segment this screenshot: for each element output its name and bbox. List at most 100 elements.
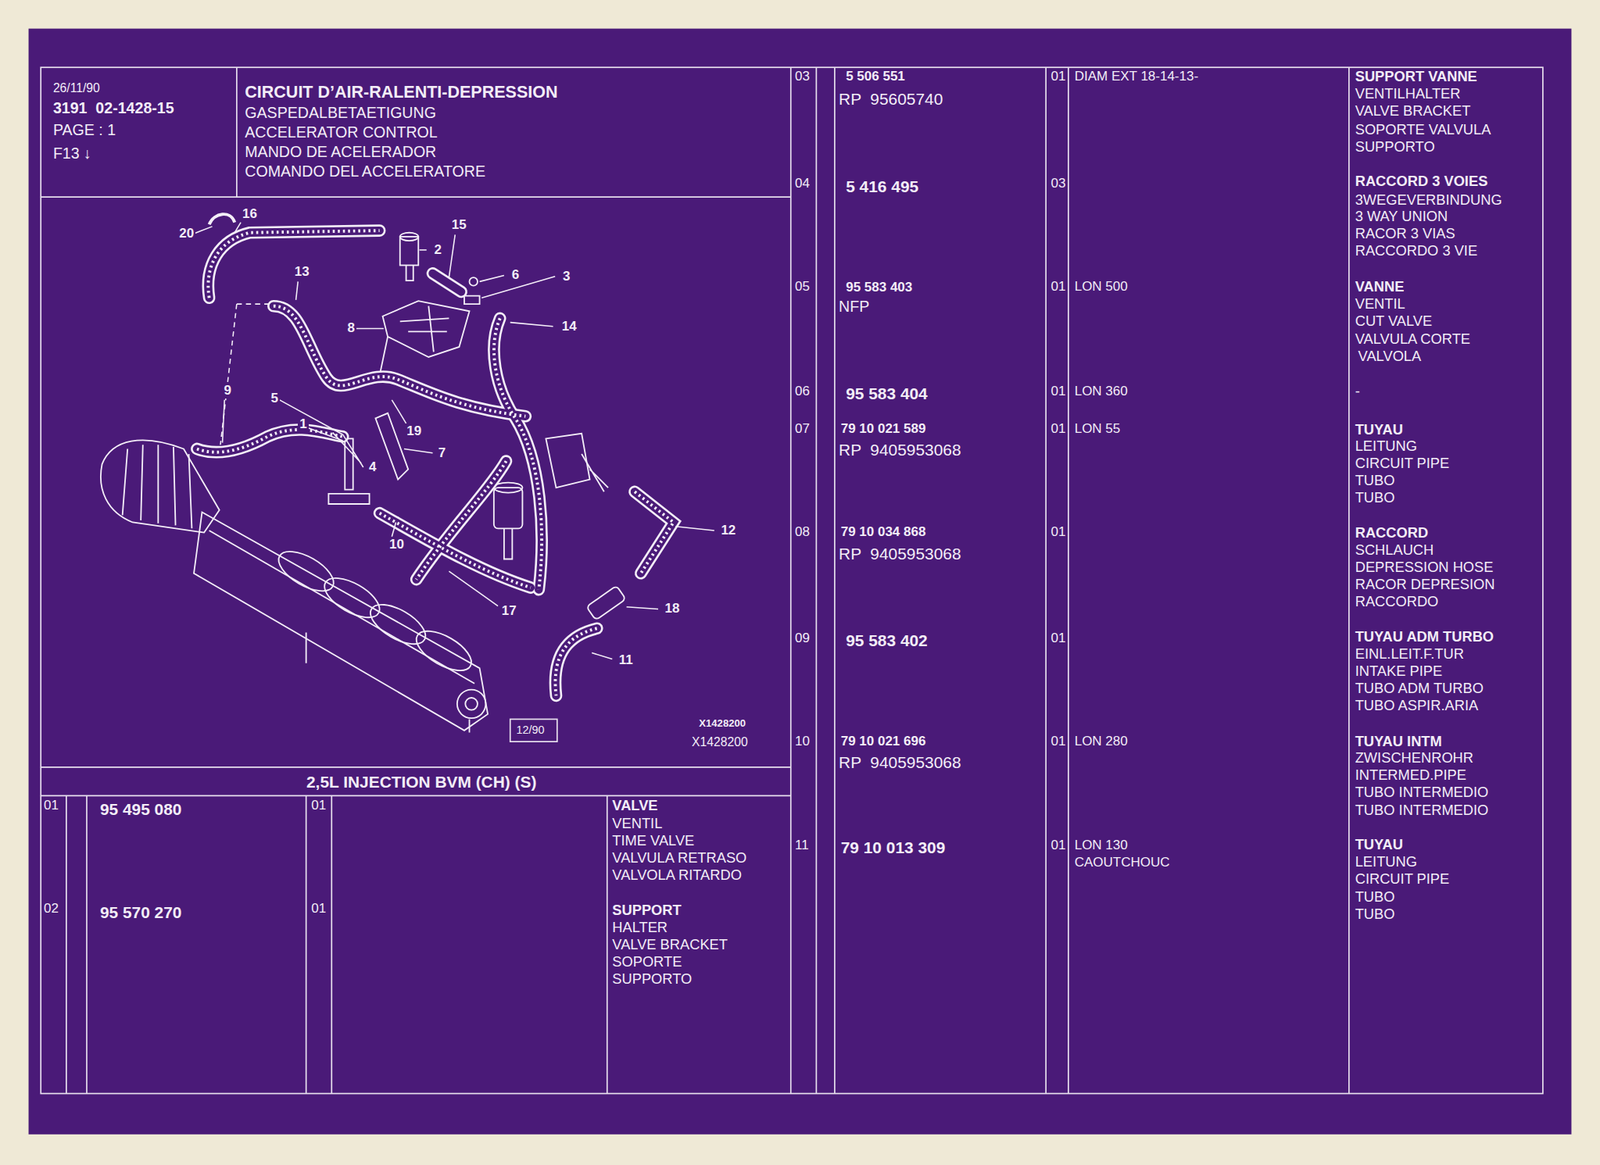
table-cell: RACCORD (1355, 524, 1429, 542)
table-cell: TUYAU (1355, 836, 1404, 854)
callout-number: 14 (560, 318, 579, 335)
table-cell: 79 10 034 868 (841, 524, 927, 541)
callout-number: 12 (719, 522, 738, 539)
table-cell: CAOUTCHOUC (1074, 855, 1171, 871)
table-cell: VALVE BRACKET (612, 936, 728, 954)
table-cell: RP 9405953068 (838, 440, 961, 460)
table-cell: TUBO (1355, 888, 1396, 906)
table-cell: ZWISCHENROHR (1355, 749, 1474, 767)
table-cell: 95 570 270 (100, 902, 183, 923)
header-text: 3191 02-1428-15 (53, 99, 175, 119)
table-cell: RACOR DEPRESION (1355, 576, 1496, 594)
table-cell: LON 500 (1074, 279, 1128, 295)
callout-number: 3 (561, 268, 572, 285)
table-cell: 01 (43, 798, 59, 814)
table-cell: EINL.LEIT.F.TUR (1355, 645, 1464, 663)
table-cell: 3 WAY UNION (1355, 207, 1449, 226)
table-cell: DIAM EXT 18-14-13- (1074, 68, 1199, 85)
table-cell: TUBO ADM TURBO (1355, 680, 1484, 698)
callout-number: 11 (617, 652, 635, 669)
table-cell: VALVE BRACKET (1355, 102, 1472, 120)
header-text: GASPEDALBETAETIGUNG (244, 103, 437, 123)
table-cell: SUPPORTO (1355, 138, 1436, 156)
table-cell: - (1355, 382, 1361, 401)
table-cell: LON 360 (1074, 383, 1128, 400)
table-cell: TUBO (1355, 489, 1396, 507)
table-cell: 01 (1051, 524, 1067, 541)
callout-number: 7 (436, 445, 448, 462)
table-cell: VALVE (612, 797, 658, 815)
callout-number: 19 (404, 423, 423, 440)
callout-number: 10 (387, 536, 406, 553)
table-cell: RACCORDO (1355, 593, 1439, 611)
table-cell: 01 (1051, 630, 1067, 647)
table-cell: 01 (311, 798, 326, 814)
table-cell: 01 (1051, 421, 1067, 437)
table-cell: HALTER (612, 919, 668, 937)
callout-number: 16 (240, 206, 259, 222)
callout-number: 13 (293, 264, 312, 280)
table-cell: VALVOLA RITARDO (612, 866, 742, 885)
table-cell: DEPRESSION HOSE (1355, 558, 1494, 577)
callout-number: 1 (297, 416, 308, 433)
table-cell: 79 10 021 589 (841, 421, 927, 437)
table-cell: CUT VALVE (1355, 312, 1433, 330)
header-text: ACCELERATOR CONTROL (244, 123, 437, 143)
table-cell: 79 10 013 309 (841, 837, 946, 858)
table-cell: SCHLAUCH (1355, 541, 1435, 559)
table-cell: TUYAU ADM TURBO (1355, 628, 1494, 646)
header-text: MANDO DE ACELERADOR (244, 143, 437, 162)
table-cell: RACCORDO 3 VIE (1355, 242, 1478, 260)
table-cell: 5 506 551 (845, 68, 906, 85)
table-cell: VALVULA RETRASO (612, 849, 747, 867)
table-cell: LEITUNG (1355, 437, 1418, 455)
table-cell: TIME VALVE (612, 832, 695, 850)
table-cell: 95 583 402 (845, 630, 928, 651)
drawing-reference: 12/90 (516, 723, 545, 738)
table-cell: 01 (1051, 383, 1067, 400)
table-cell: VALVULA CORTE (1355, 330, 1471, 348)
band-title: 2,5L INJECTION BVM (CH) (S) (306, 772, 537, 792)
table-cell: VENTILHALTER (1355, 85, 1461, 103)
table-cell: VENTIL (1355, 295, 1406, 313)
table-cell: 01 (1051, 68, 1067, 85)
page-title: CIRCUIT D’AIR-RALENTI-DEPRESSION (244, 82, 558, 104)
table-cell: SOPORTE VALVULA (1355, 121, 1492, 139)
table-cell: LON 55 (1074, 421, 1121, 437)
table-cell: TUBO (1355, 472, 1396, 490)
table-cell: LEITUNG (1355, 853, 1418, 871)
callout-number: 9 (222, 382, 233, 399)
table-cell: 79 10 021 696 (841, 733, 927, 750)
table-cell: 01 (1051, 279, 1067, 295)
table-cell: CIRCUIT PIPE (1355, 454, 1450, 473)
table-cell: CIRCUIT PIPE (1355, 870, 1450, 888)
header-text: F13 ↓ (53, 144, 92, 164)
table-cell: RP 9405953068 (838, 752, 961, 773)
table-cell: RACCORD 3 VOIES (1355, 172, 1489, 190)
table-cell: 5 416 495 (845, 176, 919, 197)
callout-number: 4 (367, 459, 378, 476)
table-cell: LON 280 (1074, 733, 1128, 750)
table-cell: SUPPORT VANNE (1355, 68, 1478, 86)
table-cell: LON 130 (1074, 837, 1128, 854)
callout-number: 17 (500, 603, 519, 620)
table-cell: 05 (794, 279, 810, 295)
table-cell: TUYAU INTM (1355, 733, 1443, 751)
table-cell: INTAKE PIPE (1355, 662, 1443, 681)
table-cell: SOPORTE (612, 953, 682, 971)
header-text: PAGE : 1 (53, 121, 116, 140)
table-cell: 01 (1051, 837, 1067, 854)
table-cell: VANNE (1355, 278, 1405, 296)
table-cell: 02 (43, 901, 59, 917)
table-cell: 09 (794, 630, 810, 647)
header-text: 26/11/90 (53, 81, 101, 97)
table-cell: TUBO ASPIR.ARIA (1355, 697, 1479, 715)
callout-number: 20 (177, 225, 196, 242)
table-cell: VALVOLA (1358, 347, 1422, 366)
header-text: COMANDO DEL ACCELERATORE (244, 162, 486, 182)
table-cell: 08 (794, 524, 810, 541)
table-cell: 06 (794, 383, 810, 400)
table-cell: 03 (1051, 175, 1067, 192)
table-cell: 10 (794, 733, 810, 750)
